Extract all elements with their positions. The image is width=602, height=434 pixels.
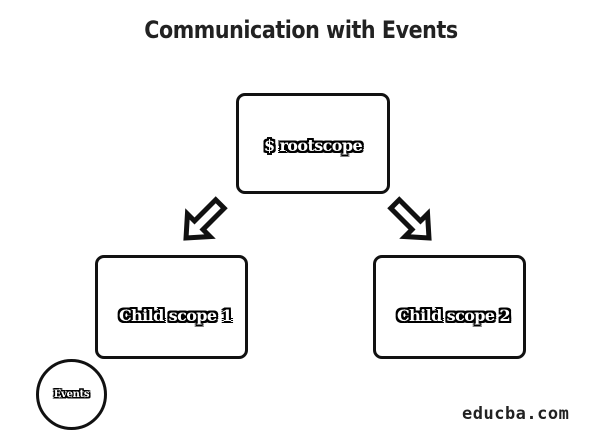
child-scope-1-node: Child scope 1 xyxy=(95,255,248,359)
events-badge: Events xyxy=(36,359,107,430)
child-scope-2-label: Child scope 2 xyxy=(397,305,511,325)
child-scope-2-node: Child scope 2 xyxy=(373,255,526,359)
rootscope-node: $ rootscope xyxy=(236,93,390,194)
rootscope-label: $ rootscope xyxy=(263,136,363,155)
events-label: Events xyxy=(53,389,90,400)
watermark: educba.com xyxy=(462,404,570,424)
diagram-title: Communication with Events xyxy=(144,16,458,44)
child-scope-1-label: Child scope 1 xyxy=(119,305,233,325)
